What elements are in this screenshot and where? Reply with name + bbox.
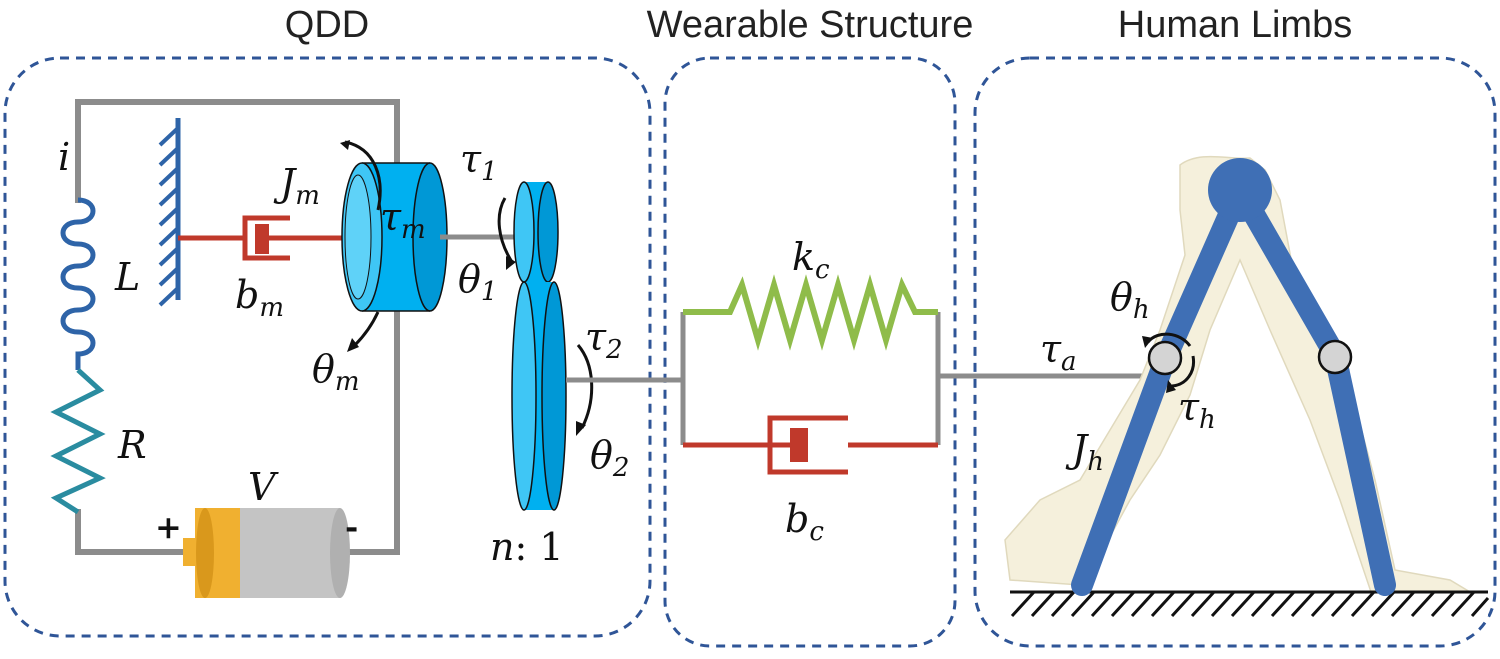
damper-icon <box>683 415 938 475</box>
tau1-arrow <box>497 197 514 263</box>
human-legs-icon <box>1004 155 1490 618</box>
wearable-box <box>663 56 957 648</box>
motor-cylinder-icon <box>340 140 448 352</box>
section-title-human: Human Limbs <box>1118 4 1352 46</box>
theta2-label: θ2 <box>590 433 629 483</box>
battery-icon <box>183 508 350 598</box>
human-inertia-label: Jh <box>1065 427 1104 477</box>
knee-angle-label: θh <box>1110 275 1150 325</box>
large-gear-icon <box>511 281 567 511</box>
gear-ratio-label: n: 1 <box>490 525 564 569</box>
motor-torque-label: τm <box>380 195 426 245</box>
section-title-wearable: Wearable Structure <box>647 4 974 46</box>
electrical-circuit: + - i L R V <box>50 99 400 598</box>
motor-damper <box>178 215 348 261</box>
section-title-qdd: QDD <box>285 4 369 46</box>
tau2-arrow <box>576 344 594 429</box>
motor-angle-label: θm <box>312 347 360 397</box>
right-knee-joint <box>1317 339 1353 375</box>
battery-plus-sign: + <box>155 508 182 546</box>
tau2-label: τ2 <box>585 315 623 365</box>
wearable-damping-label: bc <box>785 497 824 547</box>
voltage-label: V <box>248 465 279 509</box>
motor-inertia-label: Jm <box>273 161 320 211</box>
knee-torque-label: τh <box>1178 385 1216 435</box>
inductor-coil <box>60 197 96 370</box>
fixed-wall-icon <box>158 118 181 307</box>
qdd-box <box>3 56 652 638</box>
tau1-label: τ1 <box>460 137 498 187</box>
inductance-label: L <box>114 255 140 299</box>
small-gear-icon <box>513 181 559 283</box>
hip-joint <box>1208 158 1272 222</box>
circuit-wire <box>75 99 400 555</box>
left-knee-joint <box>1147 340 1183 376</box>
battery-minus-sign: - <box>345 508 358 546</box>
resistance-label: R <box>117 423 147 467</box>
assist-torque-label: τa <box>1040 327 1077 377</box>
spring-stiffness-label: kc <box>792 235 830 285</box>
motor-damping-label: bm <box>235 273 284 323</box>
resistor-zigzag <box>50 368 106 515</box>
spring-icon <box>683 274 938 351</box>
human-box <box>973 56 1497 648</box>
current-label: i <box>58 135 70 179</box>
wearable-spring-damper <box>680 274 941 475</box>
theta1-label: θ1 <box>458 257 497 307</box>
